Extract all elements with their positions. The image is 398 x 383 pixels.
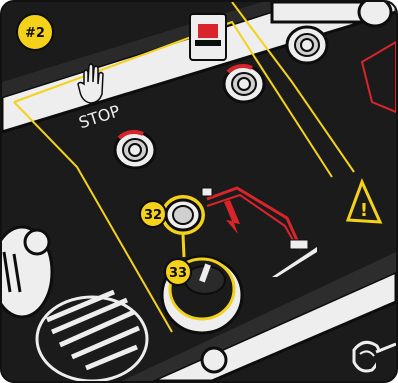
svg-text:!: !	[360, 200, 368, 221]
bottom-screw	[202, 348, 226, 372]
left-joystick	[2, 227, 52, 317]
stop-button	[115, 132, 155, 168]
callout-32: 32	[140, 201, 166, 227]
control-panel-illustration: STOP ! 32 33	[2, 2, 396, 381]
button-upper-middle	[224, 66, 264, 102]
platform-icon	[190, 14, 226, 60]
connector-32-33	[183, 234, 184, 257]
panel-badge-label: #2	[25, 26, 45, 41]
callout-33: 33	[165, 259, 191, 285]
button-32	[161, 195, 205, 235]
button-top-left	[287, 27, 327, 63]
callout-32-label: 32	[144, 208, 162, 223]
bottom-right-dark	[376, 352, 396, 381]
callout-33-label: 33	[169, 266, 187, 281]
panel-badge: #2	[17, 14, 53, 50]
top-right-knob	[359, 2, 391, 26]
